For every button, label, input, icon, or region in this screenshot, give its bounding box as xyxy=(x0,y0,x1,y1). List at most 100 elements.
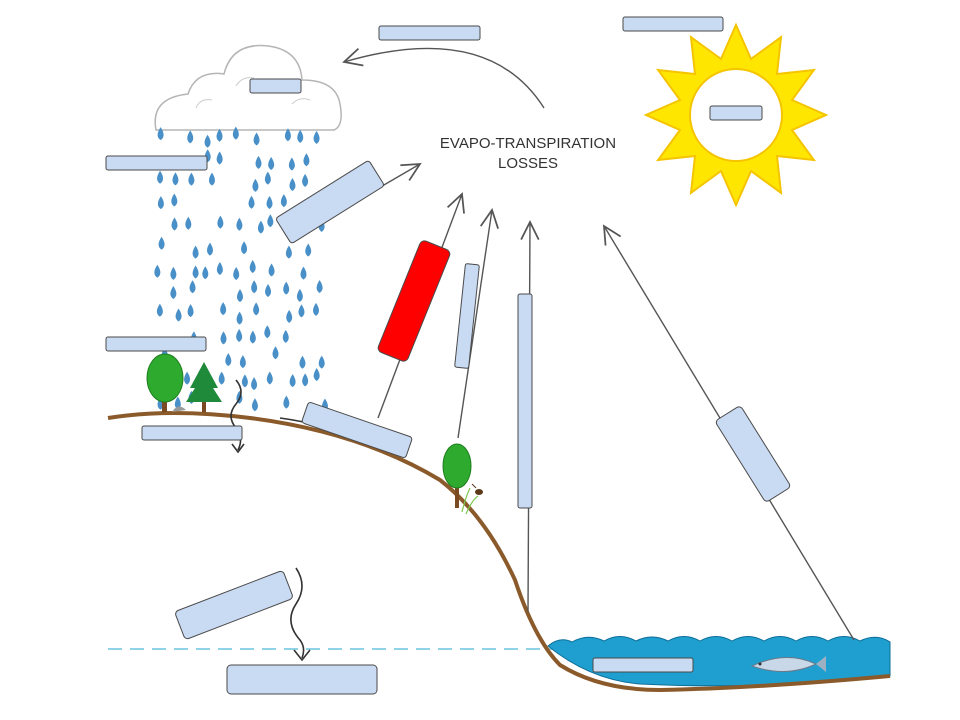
rain-drops xyxy=(154,126,328,412)
rain-drop xyxy=(285,245,292,259)
rain-drop xyxy=(266,196,273,210)
rain-drop xyxy=(236,328,243,342)
rain-drop xyxy=(236,311,243,325)
rain-drop xyxy=(253,132,260,146)
diagram-title-line2: LOSSES xyxy=(498,155,558,172)
rain-drop xyxy=(171,217,178,231)
label-box-runoff[interactable] xyxy=(301,402,413,459)
rain-drop xyxy=(184,371,191,385)
top-curved-arrow xyxy=(342,47,545,109)
rain-drop xyxy=(252,178,259,192)
rain-drop xyxy=(220,331,227,345)
rain-drop xyxy=(297,129,304,143)
rain-drop xyxy=(239,355,246,369)
rain-drop xyxy=(248,195,255,209)
rain-drop xyxy=(283,395,290,409)
rain-drop xyxy=(316,280,323,294)
rain-drop xyxy=(208,172,215,186)
rain-drop xyxy=(157,170,164,184)
label-box-top-arrow[interactable] xyxy=(378,25,481,41)
rain-drop xyxy=(313,368,320,382)
rain-drop xyxy=(268,156,275,170)
rain-drop xyxy=(265,284,272,298)
rain-drop xyxy=(313,130,320,144)
rain-drop xyxy=(187,130,194,144)
rain-drop xyxy=(299,355,306,369)
rain-drop xyxy=(264,325,271,339)
rain-drop xyxy=(175,308,182,322)
rain-drop xyxy=(218,371,225,385)
rain-drop xyxy=(157,127,164,141)
rain-drop xyxy=(241,374,248,388)
rain-drop xyxy=(216,262,223,276)
rain-drop xyxy=(264,171,271,185)
rain-drop xyxy=(220,302,227,316)
tree-icon xyxy=(146,353,184,412)
rain-drop xyxy=(217,215,224,229)
label-box-sun-top[interactable] xyxy=(622,16,724,32)
rain-drop xyxy=(303,153,310,167)
label-box-rain-lower[interactable] xyxy=(105,336,207,352)
rock xyxy=(172,406,186,412)
rain-drop xyxy=(249,330,256,344)
tree-icon xyxy=(442,443,479,515)
label-box-sun-center[interactable] xyxy=(709,105,763,121)
rain-drop xyxy=(298,304,305,318)
label-box-surface-evaporation[interactable] xyxy=(517,293,533,509)
rain-drop xyxy=(154,264,161,278)
rain-drop xyxy=(255,155,262,169)
rain-drop xyxy=(251,398,258,412)
label-box-lake-evaporation[interactable] xyxy=(715,405,791,502)
insect-icon xyxy=(471,483,483,495)
rain-drop xyxy=(286,309,293,323)
rain-drop xyxy=(192,245,199,259)
label-box-groundwater[interactable] xyxy=(226,664,378,695)
fish-icon xyxy=(750,656,826,673)
rain-drop xyxy=(170,266,177,280)
rain-drop xyxy=(157,196,164,210)
rain-drop xyxy=(241,241,248,255)
label-box-infiltration[interactable] xyxy=(141,425,243,441)
rain-drop xyxy=(236,217,243,231)
rain-drop xyxy=(233,266,240,280)
rain-drop xyxy=(288,157,295,171)
rain-drop xyxy=(204,134,211,148)
rain-drop xyxy=(267,214,274,228)
label-box-cloud[interactable] xyxy=(249,78,302,94)
rain-drop xyxy=(170,286,177,300)
label-box-evaporation-1[interactable] xyxy=(275,160,384,244)
label-box-rain[interactable] xyxy=(105,155,208,171)
rain-drop xyxy=(257,220,264,234)
label-box-lake[interactable] xyxy=(592,657,694,673)
rain-drop xyxy=(251,280,258,294)
rain-drop xyxy=(305,243,312,257)
label-box-transpiration[interactable] xyxy=(454,263,480,369)
rain-drop xyxy=(272,346,279,360)
rain-drop xyxy=(192,265,199,279)
rain-drop xyxy=(206,242,213,256)
ground-surface xyxy=(107,411,891,693)
rain-drop xyxy=(283,281,290,295)
label-box-percolation[interactable] xyxy=(174,570,293,640)
rain-drop xyxy=(302,373,309,387)
transpiration-arrow xyxy=(457,208,499,439)
rain-drop xyxy=(289,374,296,388)
rain-drop xyxy=(284,128,291,142)
rain-drop xyxy=(189,280,196,294)
rain-drop xyxy=(172,172,179,186)
percolation-arrow xyxy=(290,567,305,659)
rain-drop xyxy=(266,371,273,385)
rain-drop xyxy=(236,289,243,303)
rain-drop xyxy=(268,263,275,277)
rain-drop xyxy=(280,194,287,208)
rain-drop xyxy=(216,128,223,142)
infiltration-arrowhead xyxy=(231,443,245,454)
rain-drop xyxy=(202,266,209,280)
label-box-evaporation-2[interactable] xyxy=(377,239,452,362)
rain-drop xyxy=(302,173,309,187)
rain-drop xyxy=(156,303,163,317)
rain-drop xyxy=(312,302,319,316)
rain-drop xyxy=(282,329,289,343)
